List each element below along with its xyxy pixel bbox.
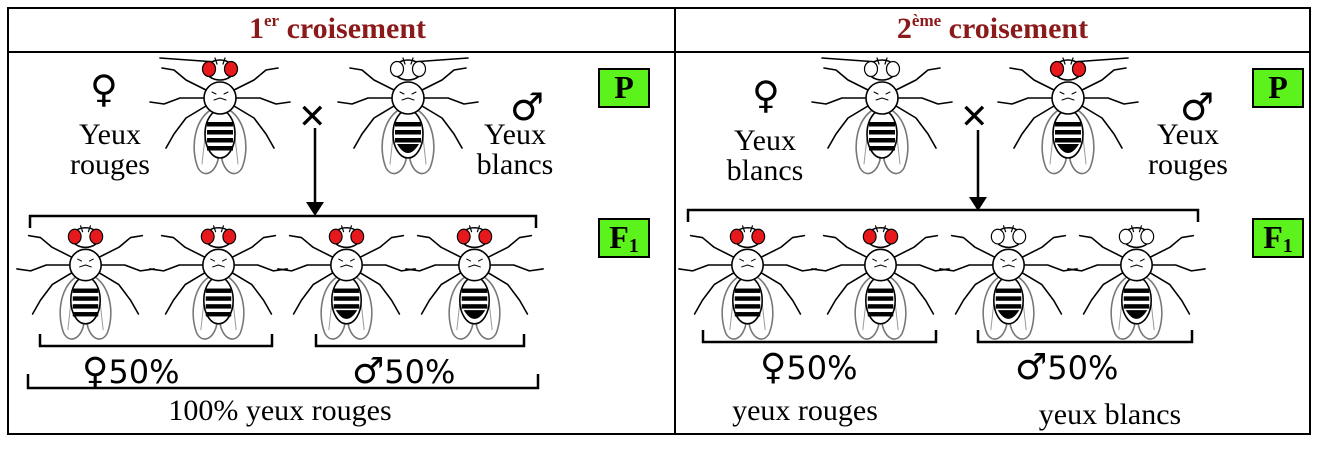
cross2-offspring-fly-1	[677, 225, 817, 341]
cross1-title: 1er croisement	[249, 11, 426, 45]
cross2-offspring-fly-4	[1066, 225, 1206, 341]
cross1-offspring-fly-2	[148, 225, 288, 341]
cross2-offspring-fly-2	[810, 225, 950, 341]
cross2-male-symbol: ♂	[1180, 85, 1215, 129]
cross2-female-label-line1: Yeux	[734, 124, 796, 157]
cross2-parent-fly-male-red-eyes	[997, 57, 1139, 175]
cross2-male-percent: ♂50%	[1015, 347, 1119, 388]
cross1-arrow	[306, 128, 324, 216]
cross1-female-label-line1: Yeux	[79, 118, 141, 151]
cross1-offspring-fly-3	[276, 225, 416, 341]
cross1-offspring-fly-1	[15, 225, 155, 341]
cross1-offspring-bracket	[28, 214, 538, 228]
cross1-female-symbol: ♀	[90, 67, 118, 111]
cross1-male-label-line1: Yeux	[484, 118, 546, 151]
cross1-male-percent: ♂50%	[352, 351, 456, 392]
cross1-male-label-line2: blancs	[476, 148, 554, 181]
cross2-generation-f1-badge: F1	[1252, 218, 1304, 258]
cross2-male-label-line1: Yeux	[1157, 118, 1219, 151]
cross2-male-bracket	[976, 330, 1194, 344]
cross1-offspring-fly-4	[404, 225, 544, 341]
cross2-arrow	[969, 130, 987, 211]
cross2-cross-symbol: ✕	[960, 97, 989, 137]
cross2-female-bracket	[701, 330, 938, 344]
cross2-female-symbol: ♀	[752, 73, 780, 117]
cross1-female-percent: ♀50%	[82, 351, 180, 392]
cross2-parent-fly-female-white-eyes	[811, 57, 953, 175]
cross2-male-label-line2: rouges	[1148, 148, 1228, 181]
cross1-total-bracket	[26, 374, 540, 390]
cross1-parent-fly-male-white-eyes	[337, 57, 479, 175]
cross2-male-summary: yeux blancs	[1038, 398, 1182, 431]
cross1-female-label-line2: rouges	[70, 148, 150, 181]
cross1-generation-f1-badge: F1	[598, 218, 650, 258]
cross2-female-percent: ♀50%	[760, 347, 858, 388]
cross1-cross-symbol: ✕	[298, 97, 327, 137]
cross2-title: 2ème croisement	[896, 11, 1089, 45]
cross1-summary: 100% yeux rouges	[168, 394, 392, 427]
cross1-parent-fly-female-red-eyes	[149, 57, 291, 175]
cross2-generation-p-badge: P	[1252, 68, 1304, 108]
cross2-female-summary: yeux rouges	[732, 394, 878, 427]
cross1-male-bracket	[314, 334, 526, 348]
cross1-female-bracket	[38, 334, 274, 348]
cross2-offspring-bracket	[686, 208, 1200, 222]
cross2-offspring-fly-3	[938, 225, 1078, 341]
cross1-generation-p-badge: P	[598, 68, 650, 108]
cross1-male-symbol: ♂	[510, 85, 545, 129]
cross2-female-label-line2: blancs	[726, 154, 804, 187]
